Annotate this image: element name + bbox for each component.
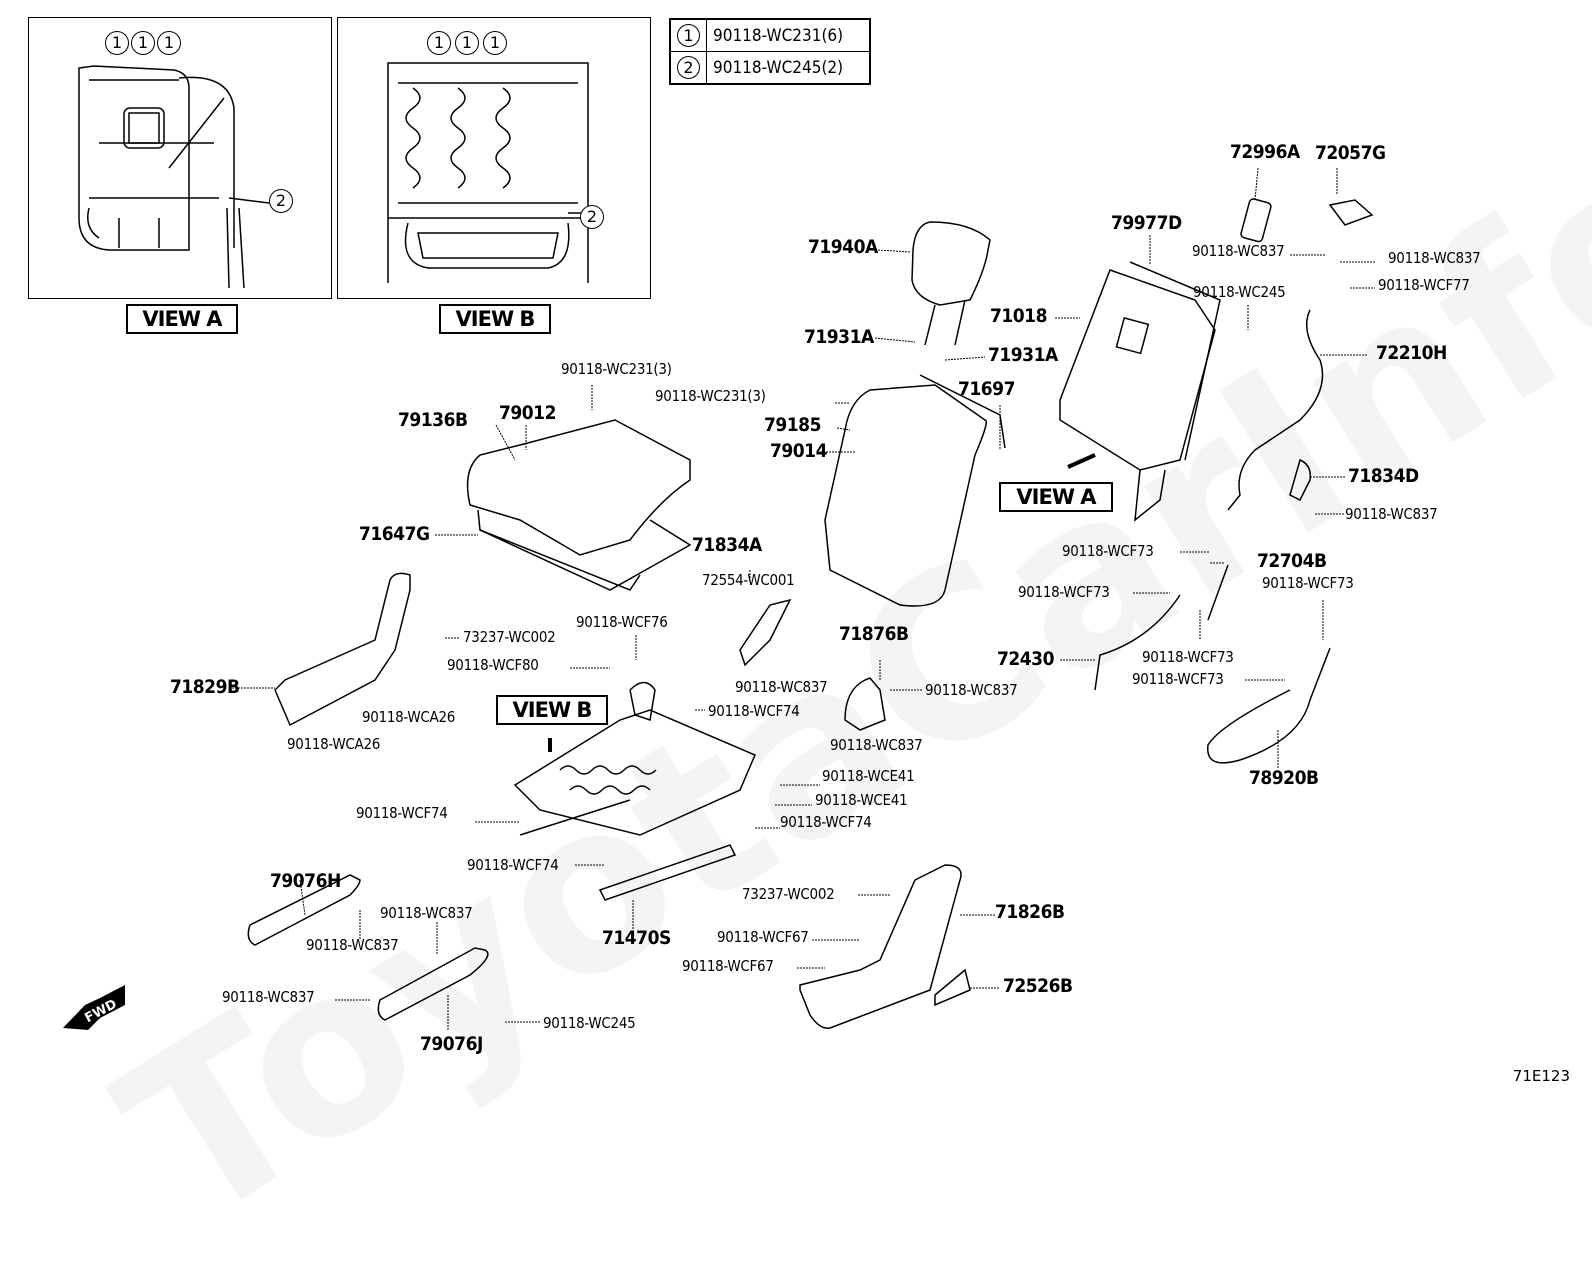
part-label-71940A[interactable]: 71940A: [808, 236, 878, 258]
part-label-90118-WCA26[interactable]: 90118-WCA26: [362, 708, 456, 726]
callout-1: 1: [455, 31, 479, 55]
part-label-90118-WC837[interactable]: 90118-WC837: [306, 936, 399, 954]
part-label-79012[interactable]: 79012: [499, 402, 556, 424]
leader-lines: [232, 167, 1375, 1030]
part-label-90118-WCE41[interactable]: 90118-WCE41: [815, 791, 908, 809]
headrest-shape: [911, 221, 991, 306]
side-shield-left-shape: [274, 572, 411, 727]
track-cover-h-shape: [247, 874, 361, 946]
callout-1: 1: [427, 31, 451, 55]
part-label-90118-WCF80[interactable]: 90118-WCF80: [447, 656, 539, 674]
reference-row: 2 90118-WC245(2): [669, 51, 871, 85]
view-a-inline-tag: VIEW A: [999, 482, 1113, 512]
part-label-71470S[interactable]: 71470S: [602, 927, 671, 949]
reference-key: 1: [669, 18, 707, 52]
callout-2: 2: [580, 205, 604, 229]
reference-part: 90118-WC245(2): [706, 51, 871, 85]
reference-table: 1 90118-WC231(6) 2 90118-WC245(2): [669, 18, 871, 85]
part-label-72210H[interactable]: 72210H: [1376, 342, 1447, 364]
callout-1: 1: [483, 31, 507, 55]
part-label-90118-WCA26[interactable]: 90118-WCA26: [287, 735, 381, 753]
part-label-72554-WC001[interactable]: 72554-WC001: [702, 571, 795, 589]
callout-2: 2: [269, 189, 293, 213]
part-label-71834A[interactable]: 71834A: [692, 534, 762, 556]
side-shield-right-shape: [799, 864, 962, 1029]
part-label-79076J[interactable]: 79076J: [420, 1033, 483, 1055]
part-label-79136B[interactable]: 79136B: [398, 409, 468, 431]
part-label-90118-WC837[interactable]: 90118-WC837: [830, 736, 923, 754]
part-label-90118-WCF73[interactable]: 90118-WCF73: [1062, 542, 1154, 560]
callout-1: 1: [105, 31, 129, 55]
part-label-71018[interactable]: 71018: [990, 305, 1047, 327]
track-cover-j-shape: [377, 947, 489, 1021]
part-label-90118-WCF73[interactable]: 90118-WCF73: [1262, 574, 1354, 592]
part-label-71826B[interactable]: 71826B: [995, 901, 1065, 923]
view-b-panel: 1 1 1 2: [337, 17, 651, 299]
part-label-79185[interactable]: 79185: [764, 414, 821, 436]
part-label-71931A[interactable]: 71931A: [804, 326, 874, 348]
part-label-90118-WCF77[interactable]: 90118-WCF77: [1378, 276, 1470, 294]
part-drawings: [63, 167, 1375, 1030]
part-label-78920B[interactable]: 78920B: [1249, 767, 1319, 789]
reference-part: 90118-WC231(6): [706, 18, 871, 52]
recliner-cover-shape: [844, 677, 886, 731]
part-label-90118-WCF76[interactable]: 90118-WCF76: [576, 613, 668, 631]
part-label-90118-WC837[interactable]: 90118-WC837: [1192, 242, 1285, 260]
part-label-71931A[interactable]: 71931A: [988, 344, 1058, 366]
part-label-90118-WC837[interactable]: 90118-WC837: [925, 681, 1018, 699]
part-label-90118-WC837[interactable]: 90118-WC837: [222, 988, 315, 1006]
part-label-79014[interactable]: 79014: [770, 440, 827, 462]
part-label-71647G[interactable]: 71647G: [359, 523, 430, 545]
part-label-90118-WCE41[interactable]: 90118-WCE41: [822, 767, 915, 785]
part-label-73237-WC002[interactable]: 73237-WC002: [463, 628, 556, 646]
seat-frame-shape: [513, 709, 756, 836]
part-label-90118-WC231[interactable]: 90118-WC231(3): [655, 387, 766, 405]
view-b-inline-tag: VIEW B: [496, 695, 608, 725]
part-label-72430[interactable]: 72430: [997, 648, 1054, 670]
part-label-90118-WCF67[interactable]: 90118-WCF67: [717, 928, 809, 946]
part-label-90118-WCF74[interactable]: 90118-WCF74: [780, 813, 872, 831]
view-a-label: VIEW A: [126, 304, 238, 334]
view-b-label: VIEW B: [439, 304, 551, 334]
part-label-71834D[interactable]: 71834D: [1348, 465, 1419, 487]
part-label-90118-WC231[interactable]: 90118-WC231(3): [561, 360, 672, 378]
seat-cushion-shape: [466, 419, 691, 556]
part-label-90118-WC837[interactable]: 90118-WC837: [735, 678, 828, 696]
view-a-drawing: [78, 65, 270, 289]
view-a-panel: 1 1 1 2: [28, 17, 332, 299]
diagram-code: 71E123: [1512, 1067, 1570, 1085]
part-label-79076H[interactable]: 79076H: [270, 870, 341, 892]
part-label-90118-WC837[interactable]: 90118-WC837: [1388, 249, 1481, 267]
part-label-90118-WC837[interactable]: 90118-WC837: [1345, 505, 1438, 523]
fwd-arrow-icon: [63, 985, 125, 1030]
part-label-71697[interactable]: 71697: [958, 378, 1015, 400]
reference-key: 2: [669, 51, 707, 85]
part-label-90118-WCF73[interactable]: 90118-WCF73: [1132, 670, 1224, 688]
parts-diagram: ToyotaCarInfo 1 1 1 2 VIEW A: [28, 17, 1592, 1276]
seatback-frame-shape: [1059, 269, 1216, 471]
part-label-72704B[interactable]: 72704B: [1257, 550, 1327, 572]
part-label-90118-WCF74[interactable]: 90118-WCF74: [467, 856, 559, 874]
part-label-79977D[interactable]: 79977D: [1111, 212, 1182, 234]
part-label-90118-WC837[interactable]: 90118-WC837: [380, 904, 473, 922]
part-label-72996A[interactable]: 72996A: [1230, 141, 1300, 163]
part-label-73237-WC002[interactable]: 73237-WC002: [742, 885, 835, 903]
part-label-90118-WCF73[interactable]: 90118-WCF73: [1142, 648, 1234, 666]
part-label-90118-WCF74[interactable]: 90118-WCF74: [708, 702, 800, 720]
part-label-72526B[interactable]: 72526B: [1003, 975, 1073, 997]
part-label-90118-WC245[interactable]: 90118-WC245: [543, 1014, 636, 1032]
part-label-90118-WCF67[interactable]: 90118-WCF67: [682, 957, 774, 975]
callout-1: 1: [131, 31, 155, 55]
reference-row: 1 90118-WC231(6): [669, 18, 871, 52]
callout-1: 1: [157, 31, 181, 55]
part-label-90118-WCF73[interactable]: 90118-WCF73: [1018, 583, 1110, 601]
part-label-90118-WC245[interactable]: 90118-WC245: [1193, 283, 1286, 301]
part-label-90118-WCF74[interactable]: 90118-WCF74: [356, 804, 448, 822]
view-a-arrow: [1067, 453, 1096, 469]
seatback-cushion-shape: [824, 384, 987, 607]
part-label-72057G[interactable]: 72057G: [1315, 142, 1386, 164]
part-label-71829B[interactable]: 71829B: [170, 676, 240, 698]
part-label-71876B[interactable]: 71876B: [839, 623, 909, 645]
